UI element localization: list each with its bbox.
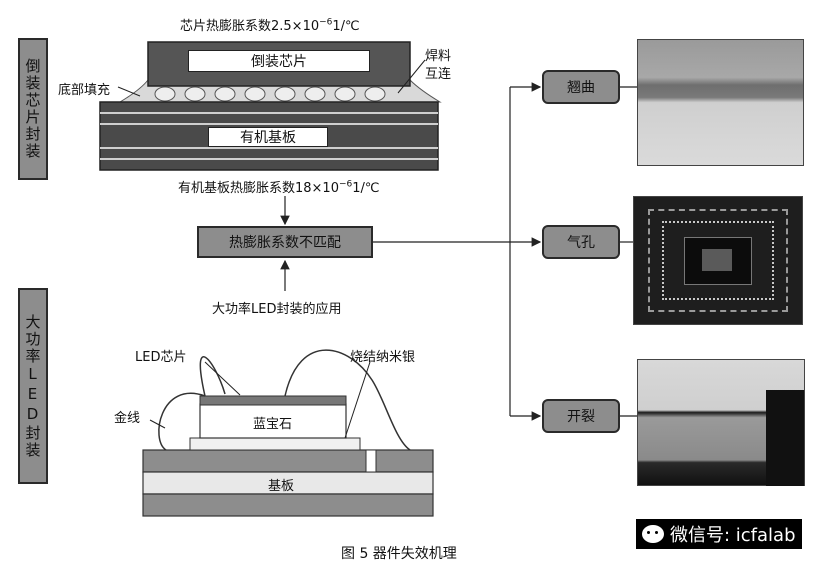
failure-warpage-box: 翘曲	[542, 70, 620, 104]
flip-chip-section-label: 倒装芯片封装	[18, 38, 48, 180]
solder-leader	[397, 59, 426, 94]
cte-mismatch-box: 热膨胀系数不匹配	[197, 226, 373, 258]
led-substrate-label: 基板	[268, 479, 295, 494]
figure-caption: 图 5 器件失效机理	[341, 546, 457, 562]
warpage-micrograph	[637, 39, 804, 166]
underfill-leader	[117, 86, 141, 97]
led-substrate-top	[142, 449, 434, 473]
substrate-label-box: 有机基板	[208, 127, 328, 147]
sintered-silver-layer	[189, 437, 361, 451]
substrate-gap	[365, 449, 377, 473]
gold-wire-label: 金线	[114, 411, 141, 426]
application-label: 大功率LED封装的应用	[212, 302, 342, 317]
wechat-icon	[642, 525, 664, 543]
flip-chip-label-box: 倒装芯片	[188, 50, 370, 72]
gold-wire-right	[284, 349, 411, 451]
flip-chip-section-text: 倒装芯片封装	[23, 58, 42, 160]
porosity-micrograph	[633, 196, 803, 325]
led-chip-label: LED芯片	[135, 350, 187, 365]
sintered-silver-label: 烧结纳米银	[350, 350, 416, 365]
chip-cte-label: 芯片热膨胀系数2.5×10−61/℃	[180, 17, 360, 34]
solder-label-2: 互连	[425, 67, 452, 82]
failure-porosity-box: 气孔	[542, 225, 620, 259]
substrate-layers	[100, 112, 438, 160]
watermark-text: 微信号: icfalab	[670, 525, 796, 546]
cracking-micrograph	[637, 359, 805, 486]
solder-label-1: 焊料	[425, 49, 452, 64]
sapphire-label: 蓝宝石	[253, 417, 293, 432]
led-substrate-bottom	[142, 493, 434, 517]
gold-wire-left	[158, 392, 206, 451]
wechat-watermark: 微信号: icfalab	[636, 519, 802, 549]
led-chip-layer	[199, 395, 347, 406]
underfill-label: 底部填充	[58, 83, 111, 98]
led-section-label: 大功率LED封装	[18, 288, 48, 484]
substrate-cte-label: 有机基板热膨胀系数18×10−61/℃	[178, 179, 380, 196]
led-section-text: 大功率LED封装	[23, 313, 42, 459]
sapphire-layer	[199, 403, 347, 439]
solder-bumps	[154, 86, 386, 102]
failure-cracking-box: 开裂	[542, 399, 620, 433]
